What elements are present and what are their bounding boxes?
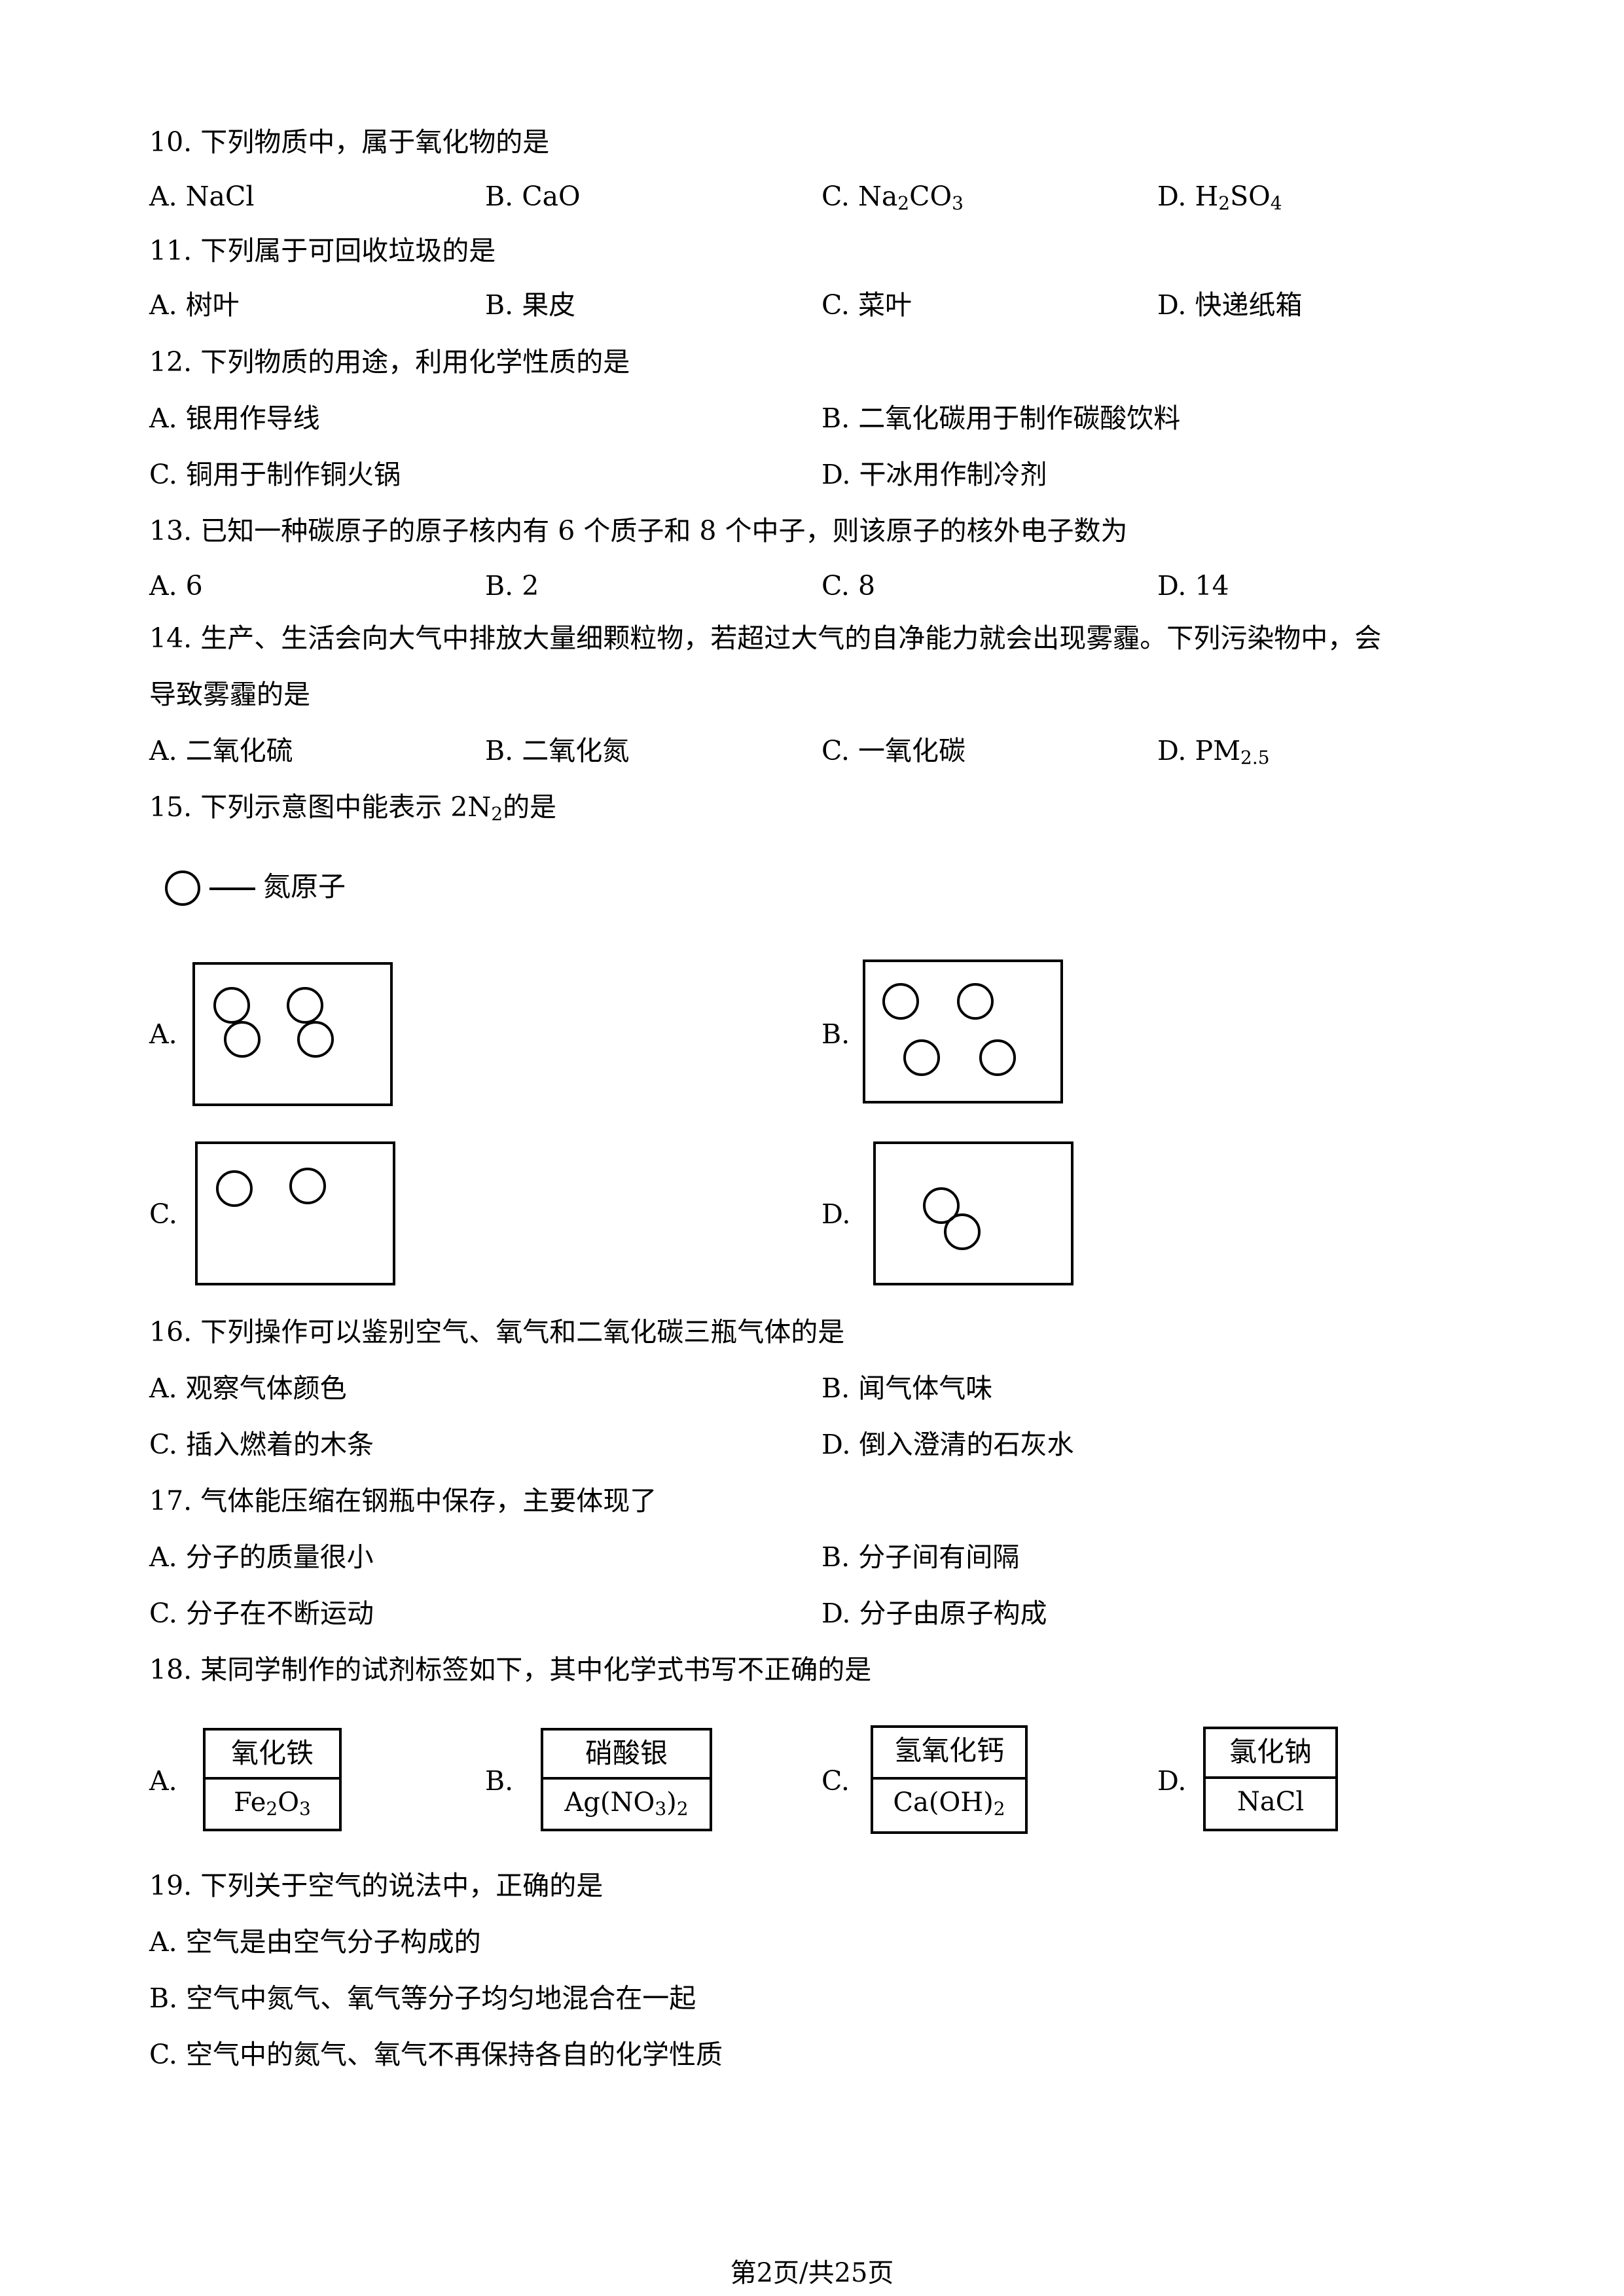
q11-option-a: A. 树叶: [149, 289, 240, 321]
q18-option-b-label: B.: [485, 1765, 514, 1797]
legend-dash: [209, 888, 255, 890]
reagent-label-a: 氧化铁 Fe2O3: [203, 1728, 342, 1831]
q13-option-b: B. 2: [485, 570, 539, 601]
q19-stem: 19. 下列关于空气的说法中，正确的是: [149, 1870, 604, 1901]
q17-option-b: B. 分子间有间隔: [821, 1541, 1020, 1573]
nitrogen-atom: [289, 1168, 326, 1204]
q10-option-b: B. CaO: [485, 181, 581, 212]
q16-option-d: D. 倒入澄清的石灰水: [821, 1429, 1074, 1460]
nitrogen-atom: [224, 1021, 261, 1058]
reagent-name: 氢氧化钙: [873, 1728, 1025, 1780]
q15-diagram-b: [863, 960, 1063, 1103]
q12-option-a: A. 银用作导线: [149, 403, 320, 434]
q14-stem-line1: 14. 生产、生活会向大气中排放大量细颗粒物，若超过大气的自净能力就会出现雾霾。…: [149, 622, 1382, 654]
q13-stem: 13. 已知一种碳原子的原子核内有 6 个质子和 8 个中子，则该原子的核外电子…: [149, 515, 1128, 547]
nitrogen-atom: [297, 1021, 334, 1058]
page-number: 第2页/共25页: [730, 2258, 894, 2288]
nitrogen-atom: [213, 987, 250, 1024]
q16-stem: 16. 下列操作可以鉴别空气、氧气和二氧化碳三瓶气体的是: [149, 1316, 845, 1348]
q10-option-a: A. NaCl: [149, 181, 255, 212]
q15-diagram-d: [873, 1141, 1074, 1285]
q13-option-d: D. 14: [1157, 570, 1229, 601]
q15-option-c-label: C.: [149, 1198, 177, 1230]
q12-option-b: B. 二氧化碳用于制作碳酸饮料: [821, 403, 1181, 434]
nitrogen-atom: [957, 983, 994, 1020]
q14-option-c: C. 一氧化碳: [821, 735, 965, 766]
reagent-label-c: 氢氧化钙 Ca(OH)2: [871, 1725, 1028, 1834]
reagent-formula: Ag(NO3)2: [564, 1787, 689, 1820]
q15-option-d-label: D.: [821, 1198, 851, 1230]
q19-option-a: A. 空气是由空气分子构成的: [149, 1926, 481, 1958]
q15-diagram-c: [195, 1141, 395, 1285]
reagent-name: 氧化铁: [206, 1731, 339, 1780]
q12-option-c: C. 铜用于制作铜火锅: [149, 459, 401, 490]
q10-stem: 10. 下列物质中，属于氧化物的是: [149, 126, 550, 158]
q12-stem: 12. 下列物质的用途，利用化学性质的是: [149, 346, 630, 378]
q10-option-c: C. Na2CO3: [821, 181, 964, 214]
q12-option-d: D. 干冰用作制冷剂: [821, 459, 1047, 490]
q15-option-b-label: B.: [821, 1018, 850, 1050]
q10-option-d: D. H2SO4: [1157, 181, 1282, 214]
q11-option-c: C. 菜叶: [821, 289, 912, 321]
reagent-name: 氯化钠: [1206, 1729, 1335, 1779]
reagent-name: 硝酸银: [543, 1731, 710, 1780]
reagent-formula: Ca(OH)2: [893, 1787, 1005, 1820]
q11-option-b: B. 果皮: [485, 289, 576, 321]
reagent-label-b: 硝酸银 Ag(NO3)2: [541, 1728, 712, 1831]
nitrogen-atom-legend-icon: [165, 870, 200, 906]
q15-stem: 15. 下列示意图中能表示 2N2的是: [149, 791, 557, 825]
q18-option-a-label: A.: [149, 1765, 177, 1797]
q13-option-a: A. 6: [149, 570, 203, 601]
q15-option-a-label: A.: [149, 1018, 177, 1050]
nitrogen-atom: [944, 1213, 981, 1250]
q14-option-d: D. PM2.5: [1157, 735, 1270, 768]
reagent-label-d: 氯化钠 NaCl: [1203, 1727, 1338, 1831]
q19-option-c: C. 空气中的氮气、氧气不再保持各自的化学性质: [149, 2039, 723, 2070]
q14-option-a: A. 二氧化硫: [149, 735, 293, 766]
q17-option-d: D. 分子由原子构成: [821, 1598, 1047, 1629]
nitrogen-atom: [287, 987, 323, 1024]
nitrogen-atom: [979, 1039, 1016, 1076]
q16-option-a: A. 观察气体颜色: [149, 1372, 347, 1404]
q11-stem: 11. 下列属于可回收垃圾的是: [149, 235, 496, 266]
q15-diagram-a: [192, 962, 393, 1106]
q16-option-c: C. 插入燃着的木条: [149, 1429, 374, 1460]
q14-option-b: B. 二氧化氮: [485, 735, 630, 766]
nitrogen-atom: [216, 1170, 253, 1207]
q16-option-b: B. 闻气体气味: [821, 1372, 993, 1404]
q14-stem-line2: 导致雾霾的是: [149, 679, 310, 710]
nitrogen-atom: [903, 1039, 940, 1076]
q18-option-d-label: D.: [1157, 1765, 1187, 1797]
reagent-formula: Fe2O3: [234, 1787, 311, 1820]
reagent-formula: NaCl: [1236, 1787, 1305, 1817]
q18-option-c-label: C.: [821, 1765, 850, 1797]
q11-option-d: D. 快递纸箱: [1157, 289, 1303, 321]
q17-option-a: A. 分子的质量很小: [149, 1541, 374, 1573]
q13-option-c: C. 8: [821, 570, 876, 601]
q17-stem: 17. 气体能压缩在钢瓶中保存，主要体现了: [149, 1485, 657, 1516]
nitrogen-atom: [923, 1187, 960, 1224]
legend-label: 氮原子: [263, 870, 346, 903]
q18-stem: 18. 某同学制作的试剂标签如下，其中化学式书写不正确的是: [149, 1654, 872, 1685]
nitrogen-atom: [882, 983, 919, 1020]
q17-option-c: C. 分子在不断运动: [149, 1598, 374, 1629]
q19-option-b: B. 空气中氮气、氧气等分子均匀地混合在一起: [149, 1982, 696, 2014]
